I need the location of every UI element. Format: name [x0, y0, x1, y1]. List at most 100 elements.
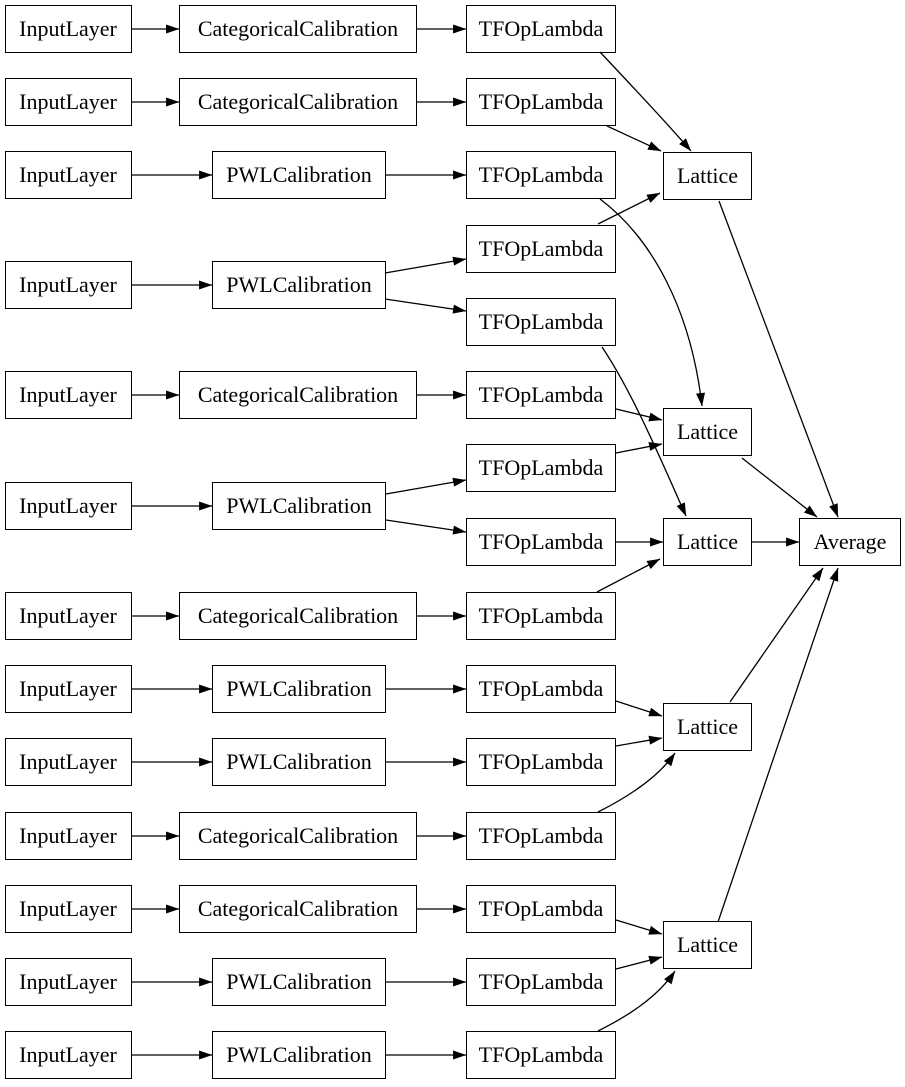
node-label-cal-3: PWLCalibration	[226, 162, 372, 187]
node-label-tfop-2: TFOpLambda	[478, 89, 604, 114]
node-tfop-7: TFOpLambda	[466, 444, 616, 492]
node-label-tfop-3: TFOpLambda	[478, 162, 604, 187]
node-cal-11: CategoricalCalibration	[179, 885, 417, 933]
node-average: Average	[799, 518, 901, 566]
node-cal-2: CategoricalCalibration	[179, 78, 417, 126]
node-label-input-3: InputLayer	[19, 162, 117, 187]
edge-tfop-10-to-lattice-4	[615, 700, 663, 717]
node-label-input-9: InputLayer	[19, 749, 117, 774]
node-label-tfop-11: TFOpLambda	[478, 749, 604, 774]
node-cal-8: PWLCalibration	[212, 665, 386, 713]
edge-lattice-4-to-average	[729, 567, 824, 703]
edge-tfop-15-to-lattice-5	[597, 970, 676, 1032]
node-tfop-8: TFOpLambda	[466, 518, 616, 566]
node-input-8: InputLayer	[4, 665, 132, 713]
node-tfop-2: TFOpLambda	[466, 78, 616, 126]
node-cal-6: PWLCalibration	[212, 482, 386, 530]
node-label-cal-13: PWLCalibration	[226, 1042, 372, 1067]
node-input-13: InputLayer	[4, 1031, 132, 1079]
node-lattice-3: Lattice	[663, 518, 752, 566]
node-label-lattice-5: Lattice	[676, 932, 739, 957]
node-label-cal-12: PWLCalibration	[226, 969, 372, 994]
edge-tfop-6-to-lattice-2	[615, 408, 663, 422]
node-lattice-1: Lattice	[663, 152, 752, 200]
node-input-4: InputLayer	[4, 261, 132, 309]
node-label-input-13: InputLayer	[19, 1042, 117, 1067]
node-cal-7: CategoricalCalibration	[179, 592, 417, 640]
node-label-cal-10: CategoricalCalibration	[197, 823, 399, 848]
node-label-tfop-8: TFOpLambda	[478, 529, 604, 554]
node-label-input-4: InputLayer	[19, 272, 117, 297]
node-label-lattice-3: Lattice	[676, 529, 739, 554]
node-label-cal-4: PWLCalibration	[226, 272, 372, 297]
edge-tfop-3-to-lattice-2	[599, 198, 706, 407]
edge-lattice-1-to-average	[718, 200, 839, 518]
node-tfop-9: TFOpLambda	[466, 592, 616, 640]
node-tfop-5: TFOpLambda	[466, 298, 616, 346]
node-input-9: InputLayer	[4, 738, 132, 786]
node-tfop-13: TFOpLambda	[466, 885, 616, 933]
node-tfop-12: TFOpLambda	[466, 812, 616, 860]
node-label-input-1: InputLayer	[19, 16, 117, 41]
node-label-cal-9: PWLCalibration	[226, 749, 372, 774]
node-lattice-2: Lattice	[663, 408, 752, 456]
node-label-cal-2: CategoricalCalibration	[197, 89, 399, 114]
node-label-tfop-14: TFOpLambda	[478, 969, 604, 994]
node-tfop-11: TFOpLambda	[466, 738, 616, 786]
node-cal-12: PWLCalibration	[212, 958, 386, 1006]
node-input-12: InputLayer	[4, 958, 132, 1006]
node-label-input-8: InputLayer	[19, 676, 117, 701]
node-input-10: InputLayer	[4, 812, 132, 860]
node-label-input-7: InputLayer	[19, 603, 117, 628]
node-cal-9: PWLCalibration	[212, 738, 386, 786]
node-tfop-15: TFOpLambda	[466, 1031, 616, 1079]
edge-tfop-1-to-lattice-1	[599, 51, 692, 152]
node-label-tfop-9: TFOpLambda	[478, 603, 604, 628]
node-tfop-10: TFOpLambda	[466, 665, 616, 713]
node-input-11: InputLayer	[4, 885, 132, 933]
node-label-lattice-2: Lattice	[676, 419, 739, 444]
node-label-cal-1: CategoricalCalibration	[197, 16, 399, 41]
node-lattice-5: Lattice	[663, 921, 752, 969]
node-label-average: Average	[813, 529, 887, 554]
node-label-tfop-4: TFOpLambda	[478, 236, 604, 261]
node-cal-4: PWLCalibration	[212, 261, 386, 309]
node-label-input-10: InputLayer	[19, 823, 117, 848]
edge-cal-6-to-tfop-8	[385, 519, 467, 535]
node-cal-1: CategoricalCalibration	[179, 5, 417, 53]
node-lattice-4: Lattice	[663, 703, 752, 751]
node-label-lattice-1: Lattice	[676, 163, 739, 188]
node-tfop-3: TFOpLambda	[466, 151, 616, 199]
edge-tfop-9-to-lattice-3	[596, 558, 661, 593]
node-input-7: InputLayer	[4, 592, 132, 640]
node-label-tfop-5: TFOpLambda	[478, 309, 604, 334]
node-cal-10: CategoricalCalibration	[179, 812, 417, 860]
node-label-input-11: InputLayer	[19, 896, 117, 921]
node-label-tfop-1: TFOpLambda	[478, 16, 604, 41]
node-input-3: InputLayer	[4, 151, 132, 199]
node-input-5: InputLayer	[4, 371, 132, 419]
node-label-input-6: InputLayer	[19, 493, 117, 518]
node-label-cal-11: CategoricalCalibration	[197, 896, 399, 921]
node-label-input-5: InputLayer	[19, 382, 117, 407]
node-label-cal-5: CategoricalCalibration	[197, 382, 399, 407]
edge-lattice-5-to-average	[717, 567, 839, 923]
node-input-6: InputLayer	[4, 482, 132, 530]
edge-cal-6-to-tfop-7	[385, 477, 467, 495]
node-cal-13: PWLCalibration	[212, 1031, 386, 1079]
node-input-1: InputLayer	[4, 5, 132, 53]
node-tfop-6: TFOpLambda	[466, 371, 616, 419]
node-label-tfop-7: TFOpLambda	[478, 455, 604, 480]
node-label-tfop-13: TFOpLambda	[478, 896, 604, 921]
node-label-cal-8: PWLCalibration	[226, 676, 372, 701]
edge-cal-4-to-tfop-5	[384, 298, 467, 314]
edge-tfop-4-to-lattice-1	[597, 192, 661, 225]
node-input-2: InputLayer	[4, 78, 132, 126]
node-label-cal-7: CategoricalCalibration	[197, 603, 399, 628]
node-tfop-1: TFOpLambda	[466, 5, 616, 53]
node-label-input-2: InputLayer	[19, 89, 117, 114]
edge-tfop-14-to-lattice-5	[615, 955, 663, 970]
edge-cal-4-to-tfop-4	[384, 256, 467, 274]
